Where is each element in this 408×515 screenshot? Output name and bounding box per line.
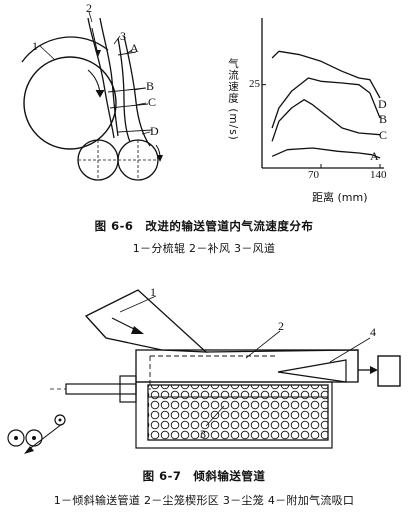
cage-housing xyxy=(135,381,333,449)
section-line-c xyxy=(109,103,149,109)
curve-label-D: D xyxy=(378,97,387,111)
suction-wedge xyxy=(277,359,347,383)
sliver-path xyxy=(27,423,63,451)
inclined-duct xyxy=(84,289,208,353)
figure-6-7-caption: 图 6-7 倾斜输送管道 xyxy=(142,469,266,483)
air-arrowhead-icon xyxy=(95,50,101,57)
duct-wall-right xyxy=(117,37,131,143)
label-3: 3 xyxy=(120,29,126,43)
label-D: D xyxy=(150,124,159,138)
figure-6-6-caption: 图 6-6 改进的输送管道内气流速度分布 xyxy=(94,219,314,233)
duct-wall-outer xyxy=(123,35,151,147)
duct-wall-left xyxy=(87,17,115,139)
velocity-curve-A xyxy=(271,147,381,159)
velocity-curve-D xyxy=(271,50,381,99)
drive-shaft xyxy=(65,383,137,395)
label-B: B xyxy=(146,79,155,93)
suction-arrowhead-icon xyxy=(370,366,378,374)
label-1: 1 xyxy=(32,39,38,53)
dust-cage xyxy=(147,384,329,441)
fig67-label-1: 1 xyxy=(150,285,156,299)
curve-label-B: B xyxy=(379,112,388,126)
chart-x-axis-label: 距离 (mm) xyxy=(312,191,368,204)
chart-x-tick-140: 140 xyxy=(370,169,387,181)
duct-wall-mid xyxy=(99,17,119,137)
curve-label-A: A xyxy=(370,149,379,163)
curve-label-C: C xyxy=(379,128,388,142)
velocity-curve-C xyxy=(271,99,381,142)
figure-6-6-legend: 1－分梳辊 2－补风 3－风道 xyxy=(132,242,276,255)
rotation-arrowhead-icon xyxy=(95,89,105,98)
wedge-zone xyxy=(205,349,359,382)
combing-roller xyxy=(23,56,117,150)
hood-arc xyxy=(21,36,109,63)
sliver-arrowhead-icon xyxy=(24,446,34,454)
label-2: 2 xyxy=(86,1,92,15)
figure-6-7-legend: 1－倾斜输送管道 2－尘笼楔形区 3－尘笼 4－附加气流吸口 xyxy=(53,494,355,507)
dust-cage-chamber xyxy=(135,349,359,383)
duct-flow-arrowhead-icon xyxy=(131,326,144,334)
delivery-roller-a xyxy=(7,429,25,447)
chart-x-tick-70: 70 xyxy=(308,169,319,181)
fig67-label-2: 2 xyxy=(278,319,284,333)
label-C: C xyxy=(148,95,157,109)
fig67-label-4: 4 xyxy=(370,325,376,339)
chart-y-axis-label: 气流速度 (m/s) xyxy=(227,58,239,141)
suction-port-box xyxy=(377,355,401,387)
section-line-d xyxy=(117,129,153,133)
velocity-curve-B xyxy=(271,77,381,129)
fig67-label-3: 3 xyxy=(200,427,206,441)
chart-y-tick-25: 25 xyxy=(249,78,260,90)
label-A: A xyxy=(130,41,139,55)
